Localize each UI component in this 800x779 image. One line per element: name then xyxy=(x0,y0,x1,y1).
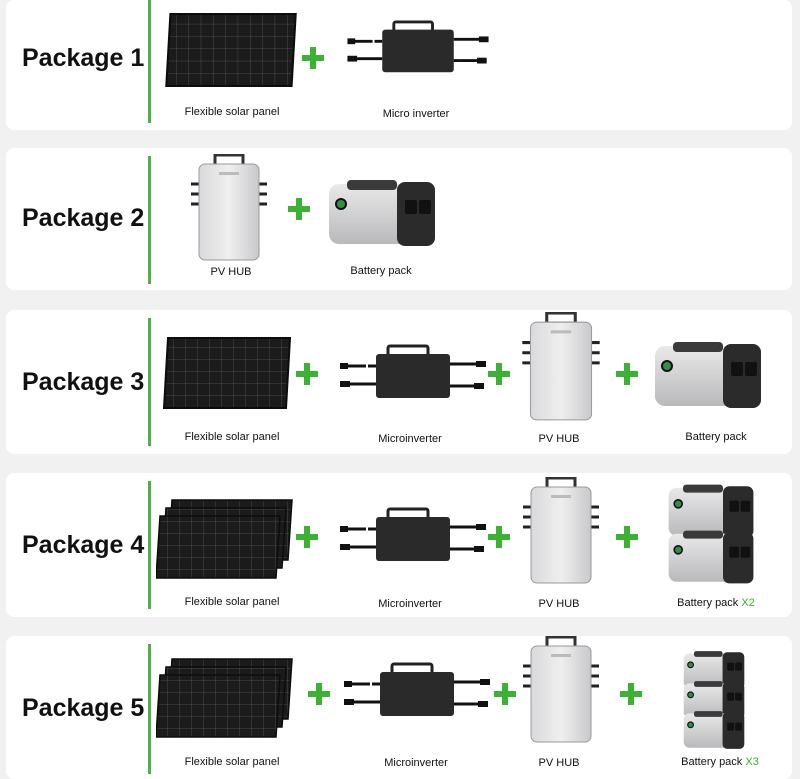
plus-icon xyxy=(620,683,642,705)
pv-hub-icon xyxy=(188,154,270,264)
caption: Battery pack xyxy=(350,265,412,277)
package-title: Package 2 xyxy=(22,204,145,232)
plus-icon xyxy=(616,363,638,385)
pv-hub-icon xyxy=(520,312,602,424)
plus-icon xyxy=(296,526,318,548)
divider xyxy=(148,0,151,123)
solar-panel-icon xyxy=(156,497,296,581)
plus-icon xyxy=(616,526,638,548)
package-title: Package 3 xyxy=(22,368,145,396)
solar-panel-icon xyxy=(160,336,294,410)
divider xyxy=(148,481,151,609)
package-card-1: Package 1 Flexible solar panel Micro inv… xyxy=(6,0,792,130)
caption: Battery pack X2 xyxy=(677,597,755,609)
plus-icon xyxy=(308,683,330,705)
plus-icon xyxy=(494,683,516,705)
solar-panel-icon xyxy=(156,654,296,742)
package-title: Package 5 xyxy=(22,694,145,722)
micro-inverter-icon xyxy=(344,20,492,78)
plus-icon xyxy=(302,47,324,69)
micro-inverter-icon xyxy=(338,507,488,567)
divider xyxy=(148,318,151,446)
package-card-4: Package 4 Flexible solar panel Microinve… xyxy=(6,473,792,617)
caption: Flexible solar panel xyxy=(184,431,280,443)
caption: PV HUB xyxy=(538,433,580,445)
caption: Battery pack X3 xyxy=(681,756,759,768)
caption: PV HUB xyxy=(538,757,580,769)
battery-pack-icon xyxy=(666,529,756,585)
package-title: Package 1 xyxy=(22,44,145,72)
divider xyxy=(148,156,151,284)
micro-inverter-icon xyxy=(338,344,488,404)
package-card-5: Package 5 Flexible solar panel Microinve… xyxy=(6,636,792,779)
package-card-2: Package 2 PV HUB Battery pack xyxy=(6,148,792,290)
plus-icon xyxy=(288,198,310,220)
plus-icon xyxy=(488,526,510,548)
caption: Flexible solar panel xyxy=(184,756,280,768)
divider xyxy=(148,644,151,774)
plus-icon xyxy=(488,363,510,385)
caption: Micro inverter xyxy=(382,108,450,120)
caption: PV HUB xyxy=(210,266,252,278)
caption: Battery pack xyxy=(685,431,747,443)
caption: Microinverter xyxy=(378,433,442,445)
package-title: Package 4 xyxy=(22,531,145,559)
quantity-badge: X2 xyxy=(741,597,755,609)
quantity-badge: X3 xyxy=(745,756,759,768)
solar-panel-icon xyxy=(164,12,298,88)
battery-pack-icon xyxy=(682,710,746,750)
caption: Flexible solar panel xyxy=(184,106,280,118)
package-card-3: Package 3 Flexible solar panel Microinve… xyxy=(6,310,792,454)
pv-hub-icon xyxy=(520,636,602,746)
micro-inverter-icon xyxy=(342,662,492,722)
battery-pack-icon xyxy=(326,178,438,248)
pv-hub-icon xyxy=(520,477,602,587)
caption-label: Battery pack xyxy=(681,756,743,768)
caption: Microinverter xyxy=(378,598,442,610)
plus-icon xyxy=(296,363,318,385)
caption: Flexible solar panel xyxy=(184,596,280,608)
caption: PV HUB xyxy=(538,598,580,610)
battery-pack-icon xyxy=(652,340,764,410)
caption: Microinverter xyxy=(384,757,448,769)
caption-label: Battery pack xyxy=(677,597,739,609)
